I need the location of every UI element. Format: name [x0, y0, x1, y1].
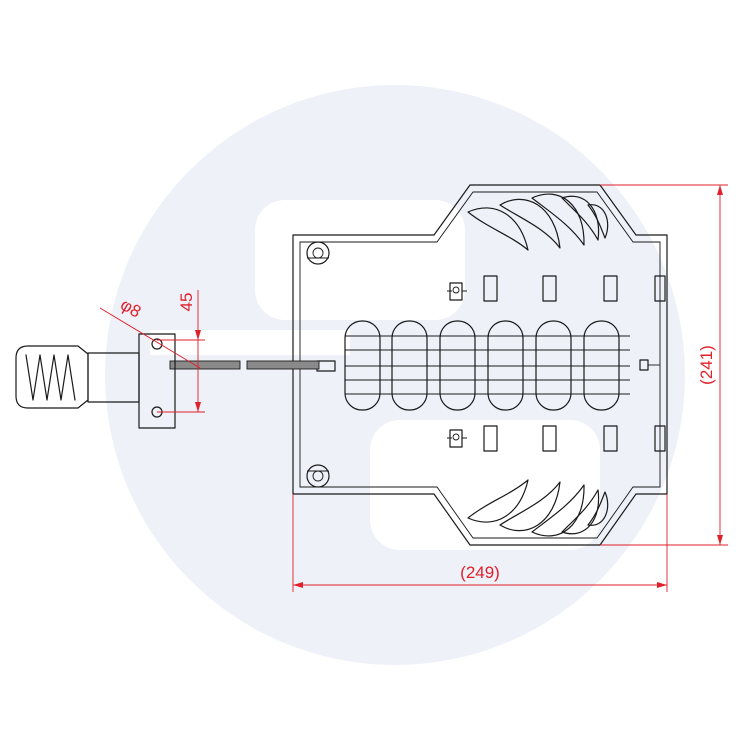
vent-slots [344, 320, 620, 411]
height-dimension-label: (241) [697, 345, 716, 385]
dimension-bracket: 45 [157, 290, 205, 413]
bracket-spacing-label: 45 [177, 293, 196, 312]
flame-decoration-bottom [467, 479, 609, 537]
slider-puck [15, 345, 89, 409]
mounting-bolt-bottom [306, 464, 330, 488]
connecting-bar-2 [246, 360, 320, 370]
small-slots-top [483, 275, 666, 302]
small-slots-bottom [483, 425, 666, 452]
slider-assembly [15, 333, 320, 429]
bracket-hole-top [151, 338, 163, 350]
width-dimension-label: (249) [460, 563, 500, 582]
connecting-bar-1 [169, 360, 241, 370]
clip-right [639, 359, 660, 371]
puck-grip-pattern [25, 354, 76, 401]
flame-decoration-top [467, 193, 609, 251]
dimension-height: (241) [600, 184, 728, 546]
clip-bottom [447, 429, 467, 448]
mounting-bolt-top [306, 241, 330, 265]
clip-top [447, 282, 467, 301]
watermark-logo [105, 85, 685, 665]
dimension-width: (249) [292, 494, 668, 592]
